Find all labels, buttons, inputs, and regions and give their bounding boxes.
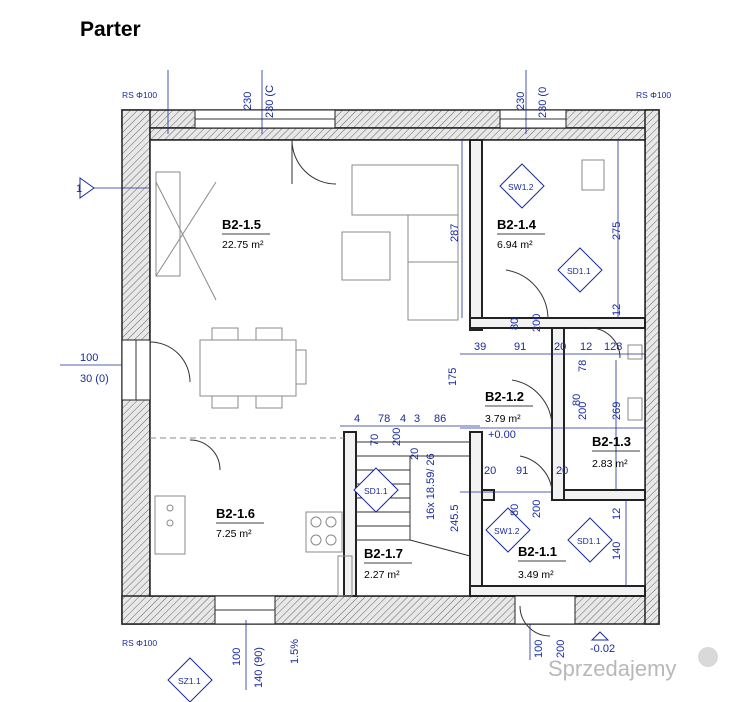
watermark: Sprzedajemy — [548, 656, 676, 681]
dim: 140 (90) — [253, 647, 265, 688]
room-name: B2-1.2 — [485, 389, 524, 404]
room-name: B2-1.5 — [222, 217, 261, 232]
level-mark: -0.02 — [590, 643, 615, 655]
wall-stairs-right — [469, 431, 483, 597]
wall-wc-bottom — [563, 489, 646, 501]
dim: 230 (0 — [537, 87, 549, 118]
dim: 12 — [611, 304, 623, 316]
wall-b21-4-left — [469, 139, 483, 331]
dim: 100 — [533, 640, 545, 658]
wall-vest-bottom — [469, 585, 646, 597]
dim: 230 (C — [264, 85, 276, 118]
dim: 80 — [509, 318, 521, 330]
dim: 12 — [611, 508, 623, 520]
dim: 12 — [580, 341, 592, 353]
dim: 100 — [231, 648, 243, 666]
dimension-lines — [60, 70, 645, 690]
dim: 200 — [555, 640, 567, 658]
wall-b21-4-bottom — [469, 317, 646, 329]
stair-dim: 16x 18.59/ 26 — [425, 453, 437, 520]
room-area: 22.75 m² — [222, 239, 264, 251]
room-name: B2-1.7 — [364, 546, 403, 561]
room-name: B2-1.3 — [592, 434, 631, 449]
wall-bottom — [121, 595, 660, 625]
rs-tag: RS Φ100 — [122, 90, 157, 100]
dim: 91 — [516, 465, 528, 477]
dim: 200 — [531, 500, 543, 518]
dim: 245.5 — [449, 504, 461, 532]
room-area: 3.79 m² — [485, 413, 521, 425]
wall-right — [644, 109, 660, 625]
dim: 128 — [604, 341, 622, 353]
rs-tag: RS Φ100 — [636, 90, 671, 100]
dim: 39 — [474, 341, 486, 353]
wall-stairs-left — [343, 431, 357, 597]
dim: 275 — [611, 222, 623, 240]
dim: 200 — [531, 314, 543, 332]
door-swings — [149, 139, 621, 637]
room-name: B2-1.1 — [518, 544, 557, 559]
room-area: 7.25 m² — [216, 528, 252, 540]
sd-tag: SD1.1 — [364, 486, 388, 496]
room-name: B2-1.6 — [216, 506, 255, 521]
watermark-dot — [698, 647, 718, 667]
dim: 200 — [391, 428, 403, 446]
dim: 287 — [449, 224, 461, 242]
dim: 230 — [515, 92, 527, 110]
dim: 70 — [369, 434, 381, 446]
dim: 80 — [571, 394, 583, 406]
sd-tag: SD1.1 — [567, 266, 591, 276]
dim: 3 — [414, 413, 420, 425]
sz-tag: SZ1.1 — [178, 676, 201, 686]
page-title: Parter — [80, 18, 141, 41]
dim: 91 — [514, 341, 526, 353]
wall-top-inner — [149, 127, 646, 141]
tag-markers — [79, 163, 613, 702]
dim: 80 — [509, 504, 521, 516]
room-area: 3.49 m² — [518, 569, 554, 581]
dim: 20 — [409, 448, 421, 460]
room-area: 2.83 m² — [592, 458, 628, 470]
dim: 4 — [400, 413, 406, 425]
slope-label: 1.5% — [289, 639, 301, 664]
sw-tag: SW1.2 — [494, 526, 520, 536]
rs-tag: RS Φ100 — [122, 638, 157, 648]
dim: 20 — [484, 465, 496, 477]
windows — [121, 109, 576, 625]
dim: 86 — [434, 413, 446, 425]
dim: 4 — [354, 413, 360, 425]
level-mark: +0.00 — [488, 429, 516, 441]
wall-wc-left — [551, 327, 565, 501]
wall-hall-stub — [481, 489, 495, 501]
room-area: 6.94 m² — [497, 239, 533, 251]
dim: 78 — [378, 413, 390, 425]
furniture — [150, 159, 643, 597]
interior-walls — [343, 139, 646, 597]
dim: 140 — [611, 542, 623, 560]
room-area: 2.27 m² — [364, 569, 400, 581]
dim: 269 — [611, 402, 623, 420]
dim: 175 — [447, 368, 459, 386]
dim: 200 — [577, 402, 589, 420]
left-marker: 1 — [76, 183, 82, 195]
sw-tag: SW1.2 — [508, 182, 534, 192]
dim-left: 30 (0) — [80, 373, 109, 385]
room-name: B2-1.4 — [497, 217, 537, 232]
dim: 230 — [242, 92, 254, 110]
dim: 20 — [556, 465, 568, 477]
dim: 78 — [577, 360, 589, 372]
dim-left: 100 — [80, 352, 98, 364]
sd-tag: SD1.1 — [577, 536, 601, 546]
dim: 20 — [554, 341, 566, 353]
